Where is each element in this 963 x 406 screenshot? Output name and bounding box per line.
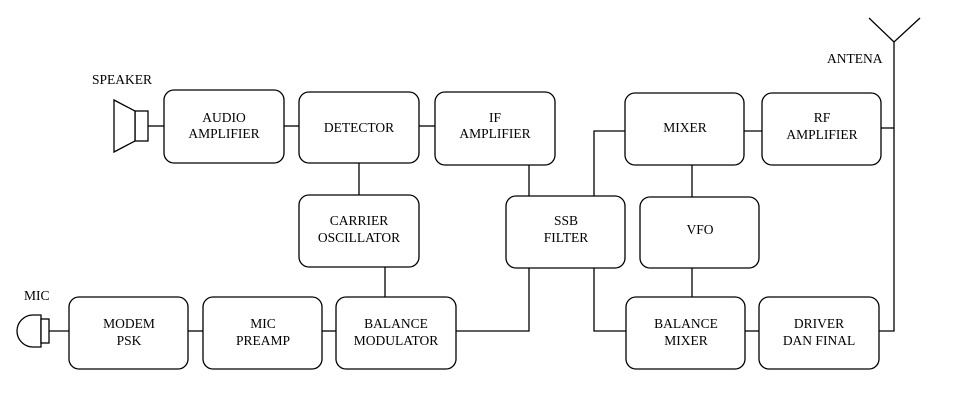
ssb-filter-label-2: FILTER [544, 230, 589, 245]
driver-final-label-1: DRIVER [794, 316, 844, 331]
ssb-filter-label-1: SSB [554, 213, 578, 228]
if-amplifier-label-2: AMPLIFIER [459, 126, 530, 141]
detector-block: DETECTOR [298, 91, 420, 164]
antenna-icon [868, 17, 921, 43]
audio-amplifier-label-2: AMPLIFIER [188, 126, 259, 141]
wire-driver-antenna [879, 42, 895, 332]
modem-psk-block: MODEM PSK [68, 296, 189, 370]
vfo-label: VFO [686, 222, 713, 237]
balance-modulator-label-2: MODULATOR [354, 333, 439, 348]
audio-amplifier-label-1: AUDIO [202, 110, 246, 125]
audio-amplifier-block: AUDIO AMPLIFIER [163, 89, 285, 164]
microphone-icon [16, 314, 50, 348]
mixer-block: MIXER [624, 92, 745, 166]
speaker-label: SPEAKER [92, 72, 152, 87]
mic-preamp-label-2: PREAMP [236, 333, 290, 348]
modem-psk-label-1: MODEM [103, 316, 155, 331]
if-amplifier-block: IF AMPLIFIER [434, 91, 556, 166]
balance-mixer-label-1: BALANCE [654, 316, 718, 331]
vfo-block: VFO [639, 196, 760, 269]
rf-amplifier-label-1: RF [814, 110, 831, 125]
wire-balance-mod-ssb [456, 268, 530, 332]
connections [49, 42, 895, 332]
wire-ssb-balance-mixer [593, 268, 626, 332]
mixer-label: MIXER [663, 120, 707, 135]
driver-final-label-2: DAN FINAL [783, 333, 855, 348]
speaker-icon [113, 98, 149, 154]
rf-amplifier-label-2: AMPLIFIER [786, 127, 857, 142]
if-amplifier-label-1: IF [489, 110, 501, 125]
carrier-oscillator-block: CARRIER OSCILLATOR [298, 194, 420, 268]
balance-mixer-label-2: MIXER [664, 333, 708, 348]
balance-modulator-label-1: BALANCE [364, 316, 428, 331]
balance-mixer-block: BALANCE MIXER [625, 296, 746, 370]
balance-modulator-block: BALANCE MODULATOR [335, 296, 457, 370]
modem-psk-label-2: PSK [117, 333, 142, 348]
driver-final-block: DRIVER DAN FINAL [758, 296, 880, 370]
mic-preamp-label-1: MIC [250, 316, 276, 331]
antenna-label: ANTENA [827, 51, 883, 66]
ssb-filter-block: SSB FILTER [505, 195, 626, 269]
mic-label: MIC [24, 288, 50, 303]
wire-ssb-mixer [593, 130, 625, 196]
rf-amplifier-block: RF AMPLIFIER [761, 92, 882, 166]
carrier-oscillator-label-1: CARRIER [330, 213, 389, 228]
mic-preamp-block: MIC PREAMP [202, 296, 323, 370]
detector-label: DETECTOR [324, 120, 394, 135]
carrier-oscillator-label-2: OSCILLATOR [318, 230, 400, 245]
